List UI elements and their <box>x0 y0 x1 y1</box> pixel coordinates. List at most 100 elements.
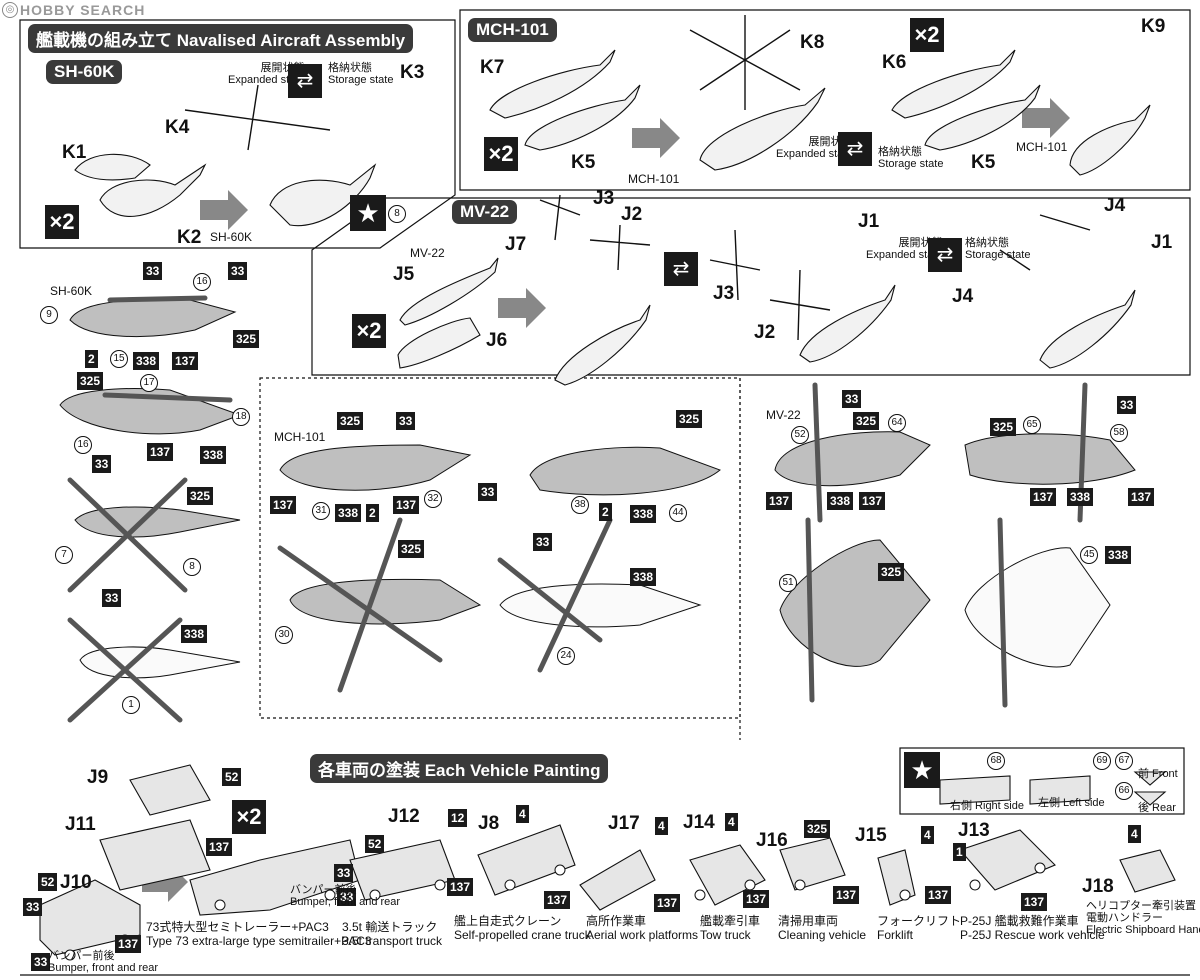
decal-44: 44 <box>669 504 687 522</box>
caption-mch101-side: MCH-101 <box>274 430 326 444</box>
paint-137: 137 <box>115 935 142 953</box>
legend-star-icon: ★ <box>904 752 940 788</box>
decal-1: 1 <box>122 696 140 714</box>
paint-33: 33 <box>337 888 357 906</box>
decal-52: 52 <box>791 426 809 444</box>
part-k5: K5 <box>571 152 596 173</box>
part-j14: J14 <box>683 812 715 833</box>
part-j16: J16 <box>756 830 788 851</box>
paint-137: 137 <box>544 891 571 909</box>
paint-338: 338 <box>133 352 160 370</box>
hobby-search-logo-icon: ◎ <box>2 2 18 18</box>
part-j8: J8 <box>478 813 500 834</box>
part-j13: J13 <box>958 820 990 841</box>
paint-338: 338 <box>335 504 362 522</box>
paint-33: 33 <box>842 390 862 408</box>
paint-325: 325 <box>337 412 364 430</box>
part-k2: K2 <box>177 227 202 248</box>
mch101-title: MCH-101 <box>468 18 557 42</box>
semitrailer-x2-badge: ×2 <box>232 800 266 834</box>
caption-sh60k-side: SH-60K <box>50 284 93 298</box>
part-k5-second: K5 <box>971 152 996 173</box>
decal-69: 69 <box>1093 752 1111 770</box>
vehicle-painting-title: 各車両の塗装 Each Vehicle Painting <box>310 754 609 783</box>
paint-325: 325 <box>804 820 831 838</box>
paint-137: 137 <box>833 886 860 904</box>
paint-33: 33 <box>92 455 112 473</box>
paint-325: 325 <box>878 563 905 581</box>
paint-137: 137 <box>447 878 474 896</box>
paint-137: 137 <box>1128 488 1155 506</box>
paint-33: 33 <box>396 412 416 430</box>
decal-7: 7 <box>55 546 73 564</box>
legend-right-side: 右側 Right side <box>950 800 1024 812</box>
part-k3: K3 <box>400 62 425 83</box>
paint-33: 33 <box>228 262 248 280</box>
caption-mch101-assembly: MCH-101 <box>628 172 680 186</box>
decal-15: 15 <box>110 350 128 368</box>
decal-9: 9 <box>40 306 58 324</box>
paint-325: 325 <box>398 540 425 558</box>
decal-31: 31 <box>312 502 330 520</box>
paint-338: 338 <box>630 505 657 523</box>
paint-1: 1 <box>953 843 966 861</box>
part-k9: K9 <box>1141 16 1166 37</box>
paint-137: 137 <box>925 886 952 904</box>
decal-17: 17 <box>140 374 158 392</box>
paint-338: 338 <box>1067 488 1094 506</box>
part-j15: J15 <box>855 825 887 846</box>
paint-2: 2 <box>85 350 98 368</box>
part-j18: J18 <box>1082 876 1114 897</box>
sh60k-x2-badge: ×2 <box>45 205 79 239</box>
part-j4: J4 <box>1104 195 1126 216</box>
paint-52: 52 <box>222 768 242 786</box>
brand-watermark: HOBBY SEARCH <box>20 2 146 18</box>
decal-18: 18 <box>232 408 250 426</box>
paint-325: 325 <box>676 410 703 428</box>
part-j3: J3 <box>593 188 615 209</box>
paint-137: 137 <box>147 443 174 461</box>
mch101-state-switch-icon: ⇄ <box>838 132 872 166</box>
part-k8: K8 <box>800 32 825 53</box>
part-j5: J5 <box>393 264 415 285</box>
paint-137: 137 <box>1030 488 1057 506</box>
part-j11: J11 <box>65 814 96 835</box>
paint-4: 4 <box>655 817 668 835</box>
decal-68: 68 <box>987 752 1005 770</box>
part-k7: K7 <box>480 57 505 78</box>
decal-58: 58 <box>1110 424 1128 442</box>
paint-137: 137 <box>172 352 199 370</box>
decal-66: 66 <box>1115 782 1133 800</box>
paint-33: 33 <box>23 898 43 916</box>
caption-mv22-assembly: MV-22 <box>410 246 445 260</box>
paint-2: 2 <box>599 503 612 521</box>
paint-338: 338 <box>181 625 208 643</box>
paint-338: 338 <box>630 568 657 586</box>
paint-4: 4 <box>1128 825 1141 843</box>
paint-33: 33 <box>102 589 122 607</box>
part-j2: J2 <box>621 204 643 225</box>
paint-52: 52 <box>365 835 385 853</box>
part-j6: J6 <box>486 330 508 351</box>
part-j12: J12 <box>388 806 420 827</box>
paint-325: 325 <box>990 418 1017 436</box>
caption-mch101-storage: MCH-101 <box>1016 140 1068 154</box>
paint-338: 338 <box>1105 546 1132 564</box>
sh60k-state-switch-icon: ⇄ <box>288 64 322 98</box>
paint-33: 33 <box>1117 396 1137 414</box>
mv22-state-switch-icon: ⇄ <box>928 238 962 272</box>
decal-32: 32 <box>424 490 442 508</box>
decal-8-top: 8 <box>388 205 406 223</box>
part-k4: K4 <box>165 117 190 138</box>
paint-325: 325 <box>853 412 880 430</box>
paint-137: 137 <box>654 894 681 912</box>
part-j1-second: J1 <box>1151 232 1173 253</box>
